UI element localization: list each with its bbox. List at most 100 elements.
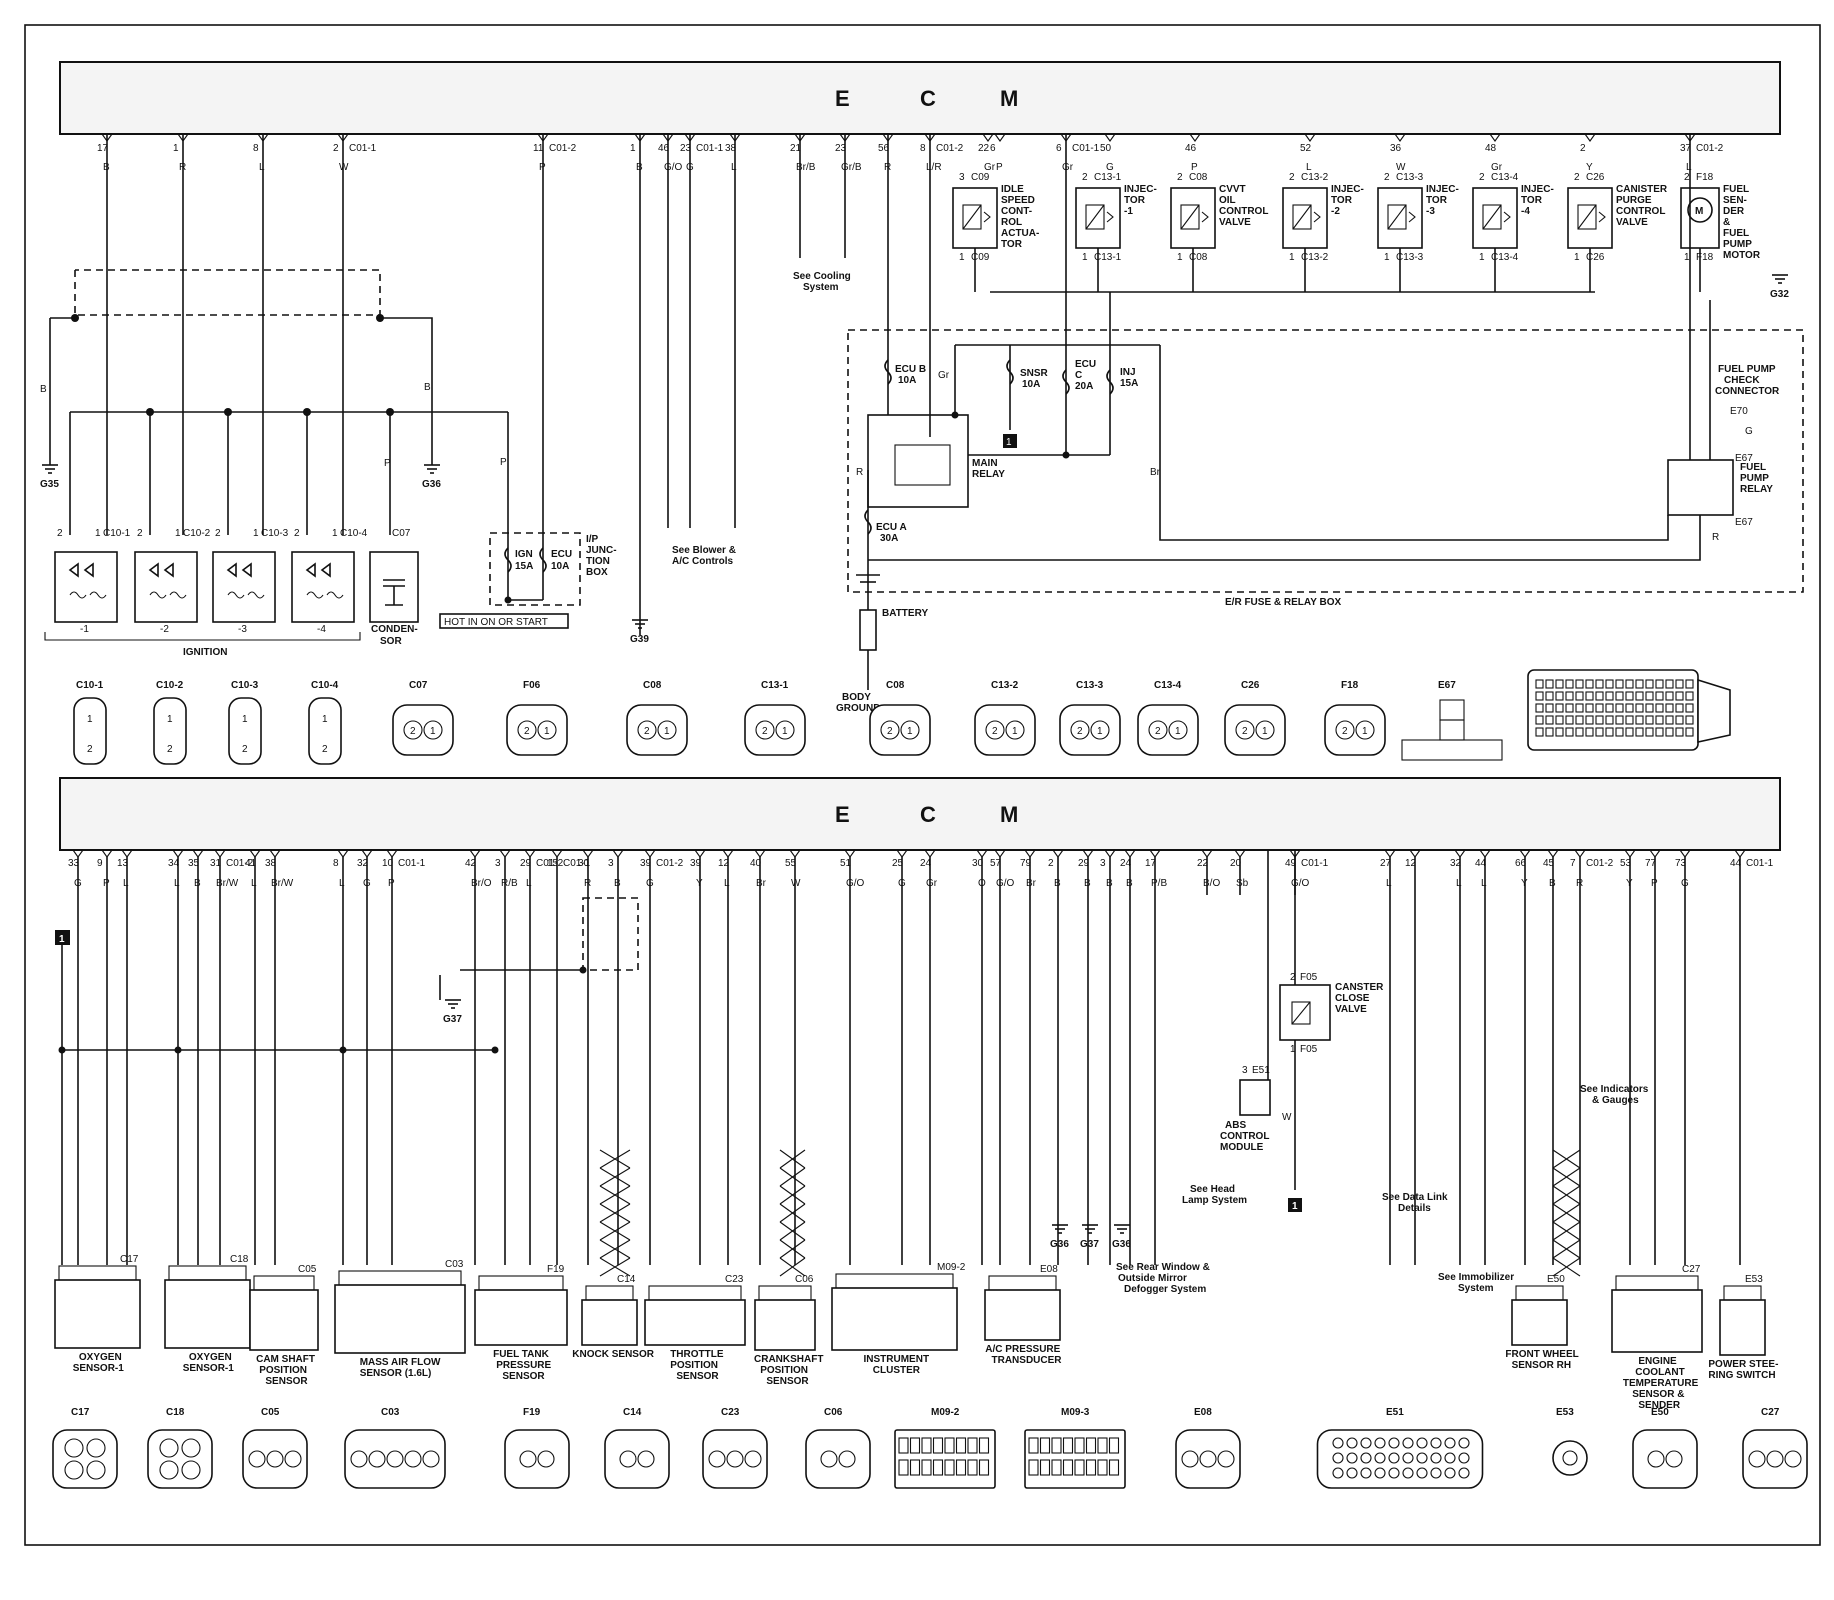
- svg-text:1: 1: [1479, 252, 1485, 263]
- svg-text:E51: E51: [1386, 1407, 1404, 1418]
- pin-number: 46: [658, 143, 670, 154]
- ecm-top-pin: 17B: [97, 133, 113, 173]
- pin-wire-color: Gr: [1491, 162, 1503, 173]
- ecm-bottom-pin: 3R/B: [495, 849, 518, 1265]
- svg-text:System: System: [1458, 1283, 1494, 1294]
- pin-connector: C01-2: [656, 858, 684, 869]
- sensor-label: SENSOR-1: [73, 1363, 125, 1374]
- ground-symbol: G35: [40, 464, 59, 490]
- svg-text:2: 2: [242, 744, 248, 755]
- pin-wire-color: L/R: [926, 162, 942, 173]
- pin-number: 46: [1185, 143, 1197, 154]
- svg-text:1: 1: [1362, 726, 1368, 737]
- ecm-bottom-pin: 66Y: [1515, 849, 1531, 1265]
- cooling-refs: See Cooling System: [793, 134, 851, 293]
- ecm-bottom-pin: 39Y: [690, 849, 706, 1265]
- twisted-pair: [1552, 1149, 1581, 1277]
- sensor-label: THROTTLE: [670, 1349, 724, 1360]
- sensor-label: SENSOR RH: [1512, 1360, 1571, 1371]
- svg-text:F06: F06: [523, 680, 541, 691]
- pin-number: 9: [97, 858, 103, 869]
- actuator-label: TOR: [1521, 195, 1543, 206]
- pin-number: 29: [520, 858, 532, 869]
- pin-wire-color: L: [731, 162, 737, 173]
- svg-text:2: 2: [1290, 972, 1296, 983]
- connector-face: C10-112: [73, 680, 107, 765]
- er-box-label: E/R FUSE & RELAY BOX: [1225, 597, 1341, 608]
- ground-symbol: G37: [443, 999, 462, 1025]
- pin-wire-color: Gr: [1062, 162, 1074, 173]
- svg-text:E70: E70: [1730, 406, 1748, 417]
- svg-text:3: 3: [1242, 1065, 1248, 1076]
- coil-label: -2: [160, 624, 169, 635]
- actuator-connector: F18: [1696, 172, 1714, 183]
- svg-text:2: 2: [1082, 172, 1088, 183]
- connector-face: C10-412: [308, 680, 342, 765]
- actuator-label: CVVT: [1219, 184, 1246, 195]
- pin-number: 22: [978, 143, 990, 154]
- ignition-circuit: B B P P: [40, 134, 509, 535]
- svg-text:Br: Br: [1150, 467, 1161, 478]
- svg-text:2: 2: [1289, 172, 1295, 183]
- actuator-label: SEN-: [1723, 195, 1747, 206]
- pin-wire-color: G: [1106, 162, 1114, 173]
- pin-number: 39: [640, 858, 652, 869]
- svg-text:ECU: ECU: [1075, 359, 1096, 370]
- sensor-label: POSITION: [259, 1365, 307, 1376]
- svg-text:& Gauges: & Gauges: [1592, 1095, 1639, 1106]
- svg-text:2: 2: [524, 726, 530, 737]
- twisted-pair: [779, 1149, 806, 1277]
- svg-text:R: R: [1712, 532, 1719, 543]
- svg-text:E: E: [835, 802, 850, 827]
- svg-text:C07: C07: [392, 528, 411, 539]
- ecm-top-pin: 46G/O: [658, 133, 683, 173]
- pin-wire-color: L: [339, 878, 345, 889]
- ground-symbol: G37: [1080, 1224, 1099, 1250]
- svg-text:10A: 10A: [898, 375, 916, 386]
- connector-face: C27: [1742, 1407, 1808, 1489]
- svg-text:1: 1: [1574, 252, 1580, 263]
- pin-number: 2: [1048, 858, 1054, 869]
- ecm-bottom-pin: 45B: [1543, 849, 1559, 1265]
- pin-number: 10: [382, 858, 394, 869]
- svg-text:C13-3: C13-3: [1076, 680, 1104, 691]
- svg-text:E53: E53: [1556, 1407, 1574, 1418]
- ecm-bottom-pin: 51G/O: [840, 849, 865, 1265]
- svg-text:E67: E67: [1735, 517, 1753, 528]
- pin-number: 1: [630, 143, 636, 154]
- pin-connector: C01-1: [398, 858, 426, 869]
- ecm-bottom-pin: 17P/B: [1145, 849, 1167, 1265]
- connector-face: C17: [52, 1407, 118, 1489]
- pin-number: 24: [920, 858, 932, 869]
- sensor-label: SENSOR: [766, 1376, 809, 1387]
- actuator-label: ACTUA-: [1001, 228, 1039, 239]
- sensor-connector: E50: [1547, 1274, 1565, 1285]
- coil-label: -3: [238, 624, 247, 635]
- actuator-connector: C13-2: [1301, 172, 1329, 183]
- ecm-bottom-pin: 8L: [333, 849, 349, 1265]
- sensor-connector: E08: [1040, 1264, 1058, 1275]
- svg-text:C10-2: C10-2: [156, 680, 184, 691]
- pin-wire-color: L: [251, 878, 257, 889]
- svg-text:10A: 10A: [551, 561, 569, 572]
- svg-text:CHECK: CHECK: [1724, 375, 1760, 386]
- actuator-label: PURGE: [1616, 195, 1652, 206]
- actuator-label: INJEC-: [1426, 184, 1459, 195]
- sensor-connector: C14: [617, 1274, 636, 1285]
- actuator-label: CONTROL: [1219, 206, 1268, 217]
- pin-wire-color: L: [526, 878, 532, 889]
- pin-number: 6: [990, 143, 996, 154]
